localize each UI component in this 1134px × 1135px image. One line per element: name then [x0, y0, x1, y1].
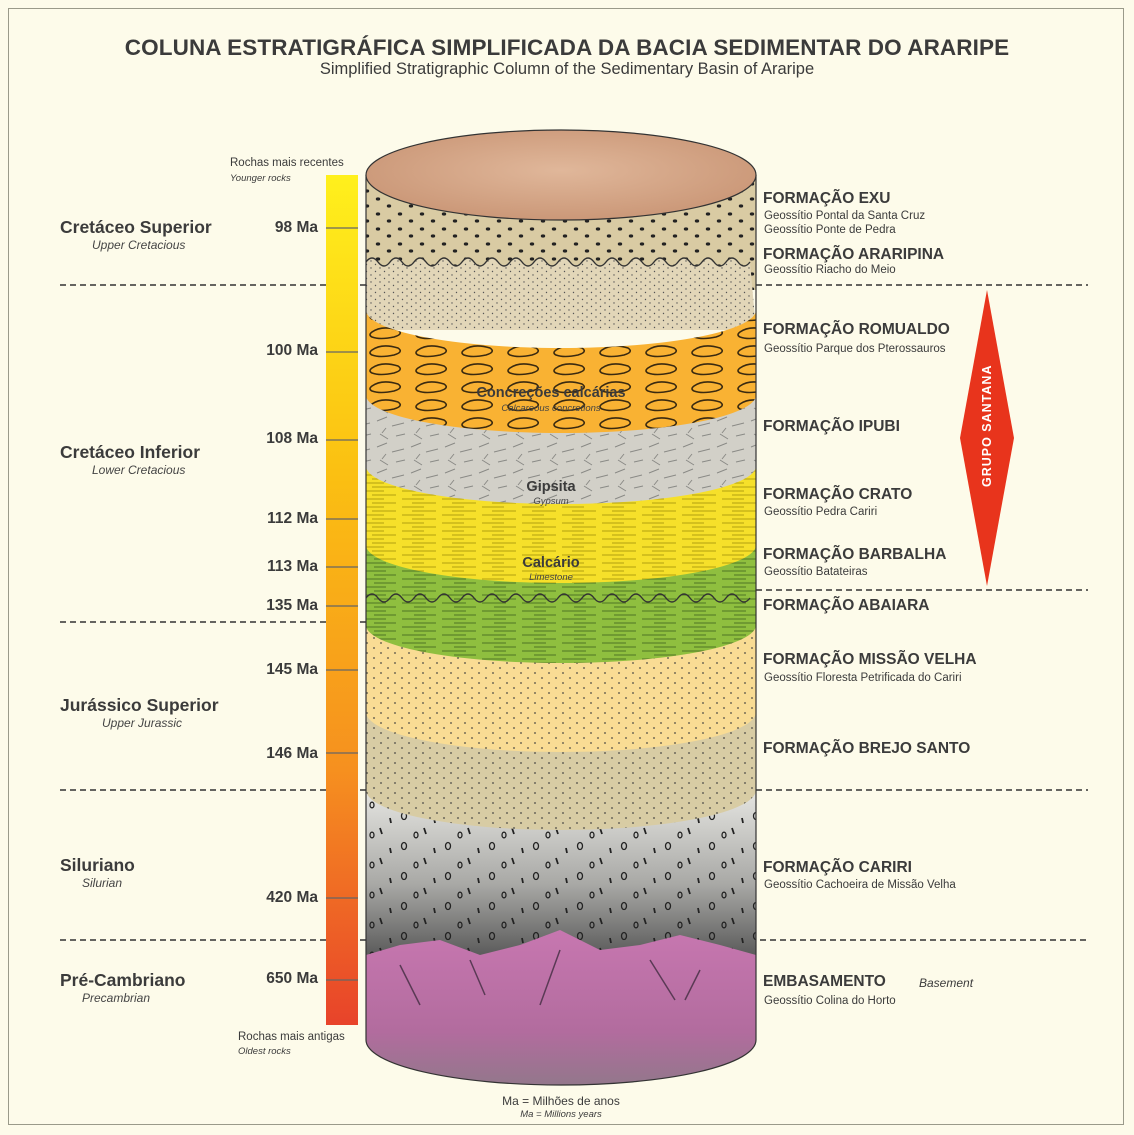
geosite: Geossítio Cachoeira de Missão Velha: [764, 878, 956, 892]
geosite: Geossítio Pontal da Santa Cruz: [764, 209, 925, 223]
formation-cariri: FORMAÇÃO CARIRI: [763, 859, 912, 877]
period-cretaceous-upper: Cretáceo Superior: [60, 217, 212, 238]
age-label: 146 Ma: [218, 745, 318, 763]
formation-exu: FORMAÇÃO EXU: [763, 190, 890, 208]
formation-abaiara: FORMAÇÃO ABAIARA: [763, 597, 929, 615]
geosite: Geossítio Colina do Horto: [764, 994, 896, 1008]
figure-title: COLUNA ESTRATIGRÁFICA SIMPLIFICADA DA BA…: [0, 35, 1134, 61]
formation-romualdo: FORMAÇÃO ROMUALDO: [763, 321, 950, 339]
formation-embasamento: EMBASAMENTO: [763, 973, 886, 991]
layer-label-concretions: Concreções calcárias: [421, 385, 681, 401]
geosite: Geossítio Ponte de Pedra: [764, 223, 896, 237]
layer-label-gypsum-en: Gypsum: [421, 496, 681, 507]
layer-label-gypsum: Gipsita: [421, 479, 681, 495]
formation-araripina: FORMAÇÃO ARARIPINA: [763, 246, 944, 264]
period-cretaceous-lower-en: Lower Cretacious: [92, 463, 185, 477]
footnote: Ma = Milhões de anos: [461, 1094, 661, 1108]
age-label: 112 Ma: [218, 510, 318, 528]
age-label: 650 Ma: [218, 970, 318, 988]
age-label: 98 Ma: [218, 219, 318, 237]
scale-top-label-en: Younger rocks: [230, 173, 291, 184]
age-label: 420 Ma: [218, 889, 318, 907]
period-silurian: Siluriano: [60, 855, 135, 876]
grupo-santana-label: GRUPO SANTANA: [980, 387, 994, 487]
formation-embasamento-en: Basement: [919, 976, 973, 990]
layer-label-concretions-en: Calcareous concretions: [421, 403, 681, 414]
geosite: Geossítio Pedra Cariri: [764, 505, 877, 519]
age-label: 113 Ma: [218, 558, 318, 576]
period-jurassic-upper-en: Upper Jurassic: [102, 716, 182, 730]
formation-brejo-santo: FORMAÇÃO BREJO SANTO: [763, 740, 970, 758]
footnote-en: Ma = Millions years: [461, 1109, 661, 1120]
layer-label-limestone: Calcário: [421, 555, 681, 571]
column-top: [366, 130, 756, 220]
period-jurassic-upper: Jurássico Superior: [60, 695, 219, 716]
geosite: Geossítio Parque dos Pterossauros: [764, 342, 946, 356]
formation-barbalha: FORMAÇÃO BARBALHA: [763, 546, 946, 564]
rock-column: [360, 170, 760, 1100]
scale-bottom-label: Rochas mais antigas: [238, 1031, 345, 1043]
geosite: Geossítio Floresta Petrificada do Cariri: [764, 671, 962, 685]
scale-bottom-label-en: Oldest rocks: [238, 1046, 291, 1057]
geosite: Geossítio Batateiras: [764, 565, 868, 579]
geosite: Geossítio Riacho do Meio: [764, 263, 896, 277]
period-precambrian: Pré-Cambriano: [60, 970, 185, 991]
layer-label-limestone-en: Limestone: [421, 572, 681, 583]
period-cretaceous-upper-en: Upper Cretacious: [92, 238, 185, 252]
age-label: 100 Ma: [218, 342, 318, 360]
scale-top-label: Rochas mais recentes: [230, 157, 344, 169]
period-precambrian-en: Precambrian: [82, 991, 150, 1005]
age-label: 108 Ma: [218, 430, 318, 448]
figure-subtitle: Simplified Stratigraphic Column of the S…: [0, 60, 1134, 79]
age-label: 135 Ma: [218, 597, 318, 615]
formation-crato: FORMAÇÃO CRATO: [763, 486, 912, 504]
period-silurian-en: Silurian: [82, 876, 122, 890]
age-label: 145 Ma: [218, 661, 318, 679]
formation-ipubi: FORMAÇÃO IPUBI: [763, 418, 900, 436]
period-cretaceous-lower: Cretáceo Inferior: [60, 442, 200, 463]
formation-missao-velha: FORMAÇÃO MISSÃO VELHA: [763, 651, 977, 669]
